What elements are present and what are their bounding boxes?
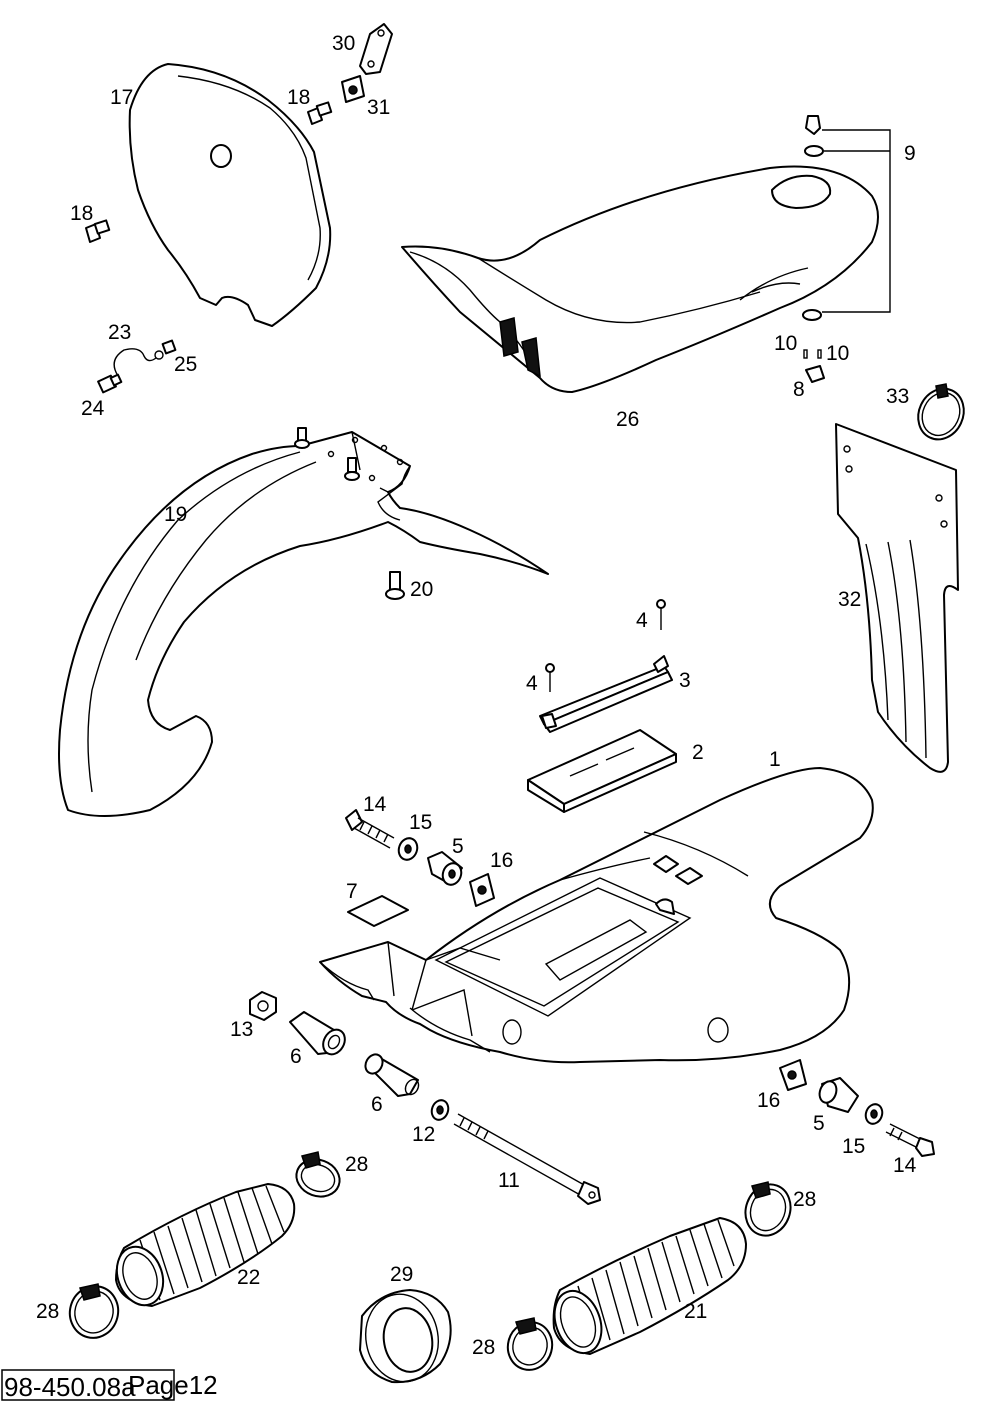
footer-box [1, 1369, 175, 1401]
footer: 98-450.08a Page12 [1, 1369, 218, 1402]
battery [527, 729, 677, 813]
rubber-boot-left [115, 1183, 296, 1307]
callout-1: 1 [769, 748, 781, 771]
screw-upper [307, 101, 333, 125]
callout-10: 10 [826, 342, 849, 365]
clip-nut-left [469, 873, 495, 907]
washer-right [864, 1103, 884, 1125]
wire-loop [113, 348, 164, 377]
washer-left [397, 837, 419, 861]
page-label: Page12 [128, 1370, 218, 1400]
callout-3: 3 [679, 669, 691, 692]
bushing-left [427, 851, 463, 886]
clip-nut [341, 75, 365, 103]
callout-6: 6 [371, 1093, 383, 1116]
clip-nut-right [779, 1059, 807, 1091]
front-fender [58, 427, 549, 817]
callout-31: 31 [367, 96, 390, 119]
small-clip [161, 339, 177, 355]
washer-12 [430, 1099, 450, 1121]
rubber-ring [359, 1289, 452, 1384]
seat [401, 165, 879, 393]
fender-screw [385, 571, 405, 600]
grommet [97, 373, 123, 394]
spacer-lower [364, 1053, 420, 1097]
callout-28: 28 [36, 1300, 59, 1323]
callout-10: 10 [774, 332, 797, 355]
screw-lower [85, 219, 111, 243]
clamp-upper-right [744, 1181, 792, 1237]
drawing-code: 98-450.08a [4, 1372, 136, 1402]
callout-19: 19 [164, 503, 187, 526]
bracket-plate [359, 23, 393, 75]
callout-28: 28 [793, 1188, 816, 1211]
callout-7: 7 [346, 880, 358, 903]
seat-washer [802, 309, 822, 321]
callout-15: 15 [842, 1135, 865, 1158]
callout-21: 21 [684, 1300, 707, 1323]
callout-4: 4 [636, 609, 648, 632]
rubber-boot-right [552, 1217, 747, 1355]
seat-clip [805, 365, 825, 383]
callout-12: 12 [412, 1123, 435, 1146]
callout-23: 23 [108, 321, 131, 344]
callout-14: 14 [363, 793, 387, 816]
long-bolt [453, 1113, 601, 1205]
callout-labels: 30 17 18 31 18 9 23 25 24 10 10 8 26 33 … [36, 32, 917, 1359]
leader-9 [822, 129, 891, 313]
callout-20: 20 [410, 578, 433, 601]
callout-5: 5 [452, 835, 464, 858]
lid-screw-left [545, 663, 555, 692]
bushing-right [818, 1077, 859, 1113]
callout-18: 18 [70, 202, 93, 225]
callout-16: 16 [490, 849, 513, 872]
number-plate [128, 63, 332, 327]
callout-9: 9 [904, 142, 916, 165]
callout-32: 32 [838, 588, 861, 611]
callout-22: 22 [237, 1266, 260, 1289]
clamp-lower-left [68, 1283, 120, 1339]
callout-25: 25 [174, 353, 197, 376]
callout-14: 14 [893, 1154, 917, 1177]
callout-5: 5 [813, 1112, 825, 1135]
callout-6: 6 [290, 1045, 302, 1068]
bolt-right [885, 1123, 935, 1157]
callout-15: 15 [409, 811, 432, 834]
callout-18: 18 [287, 86, 310, 109]
nut [249, 991, 277, 1021]
callout-8: 8 [793, 378, 805, 401]
callout-30: 30 [332, 32, 355, 55]
callout-4: 4 [526, 672, 538, 695]
seat-screw [804, 115, 824, 157]
callout-24: 24 [81, 397, 105, 420]
callout-11: 11 [498, 1169, 520, 1192]
callout-26: 26 [616, 408, 639, 431]
sticker-pad [347, 895, 409, 927]
callout-28: 28 [345, 1153, 368, 1176]
seat-spacers [803, 349, 822, 359]
callout-29: 29 [390, 1263, 413, 1286]
lid-screw-right [656, 599, 666, 630]
callout-13: 13 [230, 1018, 253, 1041]
spacer-upper [289, 1011, 346, 1056]
callout-33: 33 [886, 385, 909, 408]
rear-fender [319, 767, 874, 1064]
mud-flap [835, 423, 959, 773]
callout-28: 28 [472, 1336, 495, 1359]
callout-16: 16 [757, 1089, 780, 1112]
bolt-left [345, 809, 395, 849]
cover-plate [539, 655, 673, 733]
callout-17: 17 [110, 86, 133, 109]
callout-2: 2 [692, 741, 704, 764]
clamp-lower-right [506, 1317, 554, 1371]
clamp-upper-left [295, 1151, 341, 1198]
hose-clamp [917, 383, 965, 441]
